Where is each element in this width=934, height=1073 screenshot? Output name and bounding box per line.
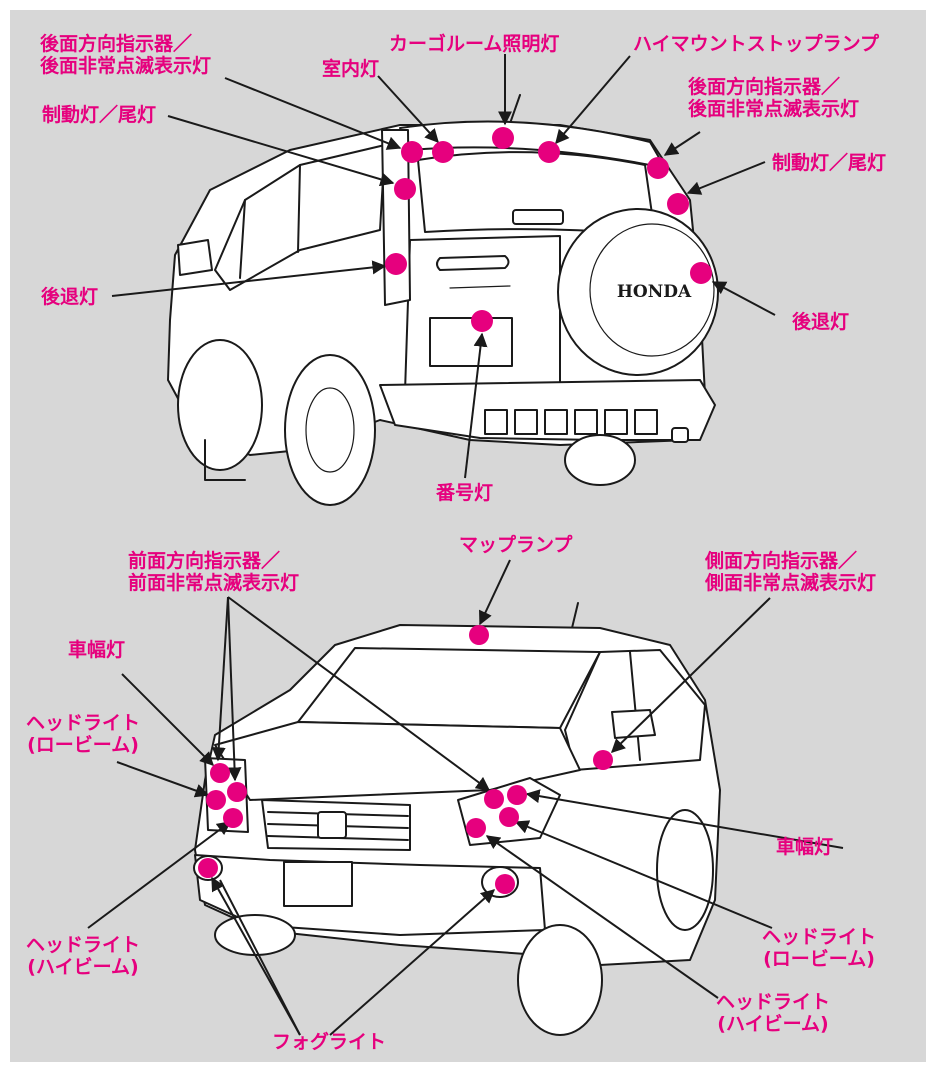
front-license-plate bbox=[283, 861, 353, 907]
label-map-lamp: マップランプ bbox=[459, 534, 573, 556]
marker-map-lamp bbox=[469, 625, 489, 645]
front-side-windows bbox=[564, 649, 706, 771]
label-interior-light: 室内灯 bbox=[322, 58, 380, 80]
front-view-car bbox=[193, 602, 721, 1036]
front-antenna bbox=[571, 602, 579, 629]
label-side-marker-left: 車幅灯 bbox=[68, 639, 126, 661]
rear-light-markers bbox=[385, 127, 712, 332]
front-light-markers bbox=[198, 625, 613, 894]
front-mirror bbox=[611, 709, 656, 739]
marker-rear-turn-right bbox=[647, 157, 669, 179]
label-front-turn-signal: 前面方向指示器／ 前面非常点滅表示灯 bbox=[128, 550, 300, 594]
marker-fog-right bbox=[495, 874, 515, 894]
label-rear-turn-signal-left: 後面方向指示器／ 後面非常点滅表示灯 bbox=[40, 33, 212, 77]
label-reverse-right: 後退灯 bbox=[792, 311, 850, 333]
label-brake-tail-right: 制動灯／尾灯 bbox=[772, 152, 887, 174]
marker-brake-tail-left bbox=[394, 178, 416, 200]
label-license-light: 番号灯 bbox=[436, 482, 494, 504]
marker-low-beam-left bbox=[206, 790, 226, 810]
marker-front-turn-right bbox=[484, 789, 504, 809]
marker-fog-left bbox=[198, 858, 218, 878]
marker-high-mount-stop bbox=[538, 141, 560, 163]
label-fog-light: フォグライト bbox=[272, 1031, 387, 1053]
marker-interior-light bbox=[432, 141, 454, 163]
marker-front-turn-left bbox=[227, 782, 247, 802]
marker-cargo-light bbox=[492, 127, 514, 149]
rear-right-tire-side bbox=[656, 809, 714, 931]
label-cargo-light: カーゴルーム照明灯 bbox=[389, 33, 560, 55]
marker-side-turn bbox=[593, 750, 613, 770]
label-side-turn-signal: 側面方向指示器／ 側面非常点滅表示灯 bbox=[705, 550, 877, 594]
side-mirror bbox=[177, 239, 213, 276]
marker-rear-turn-left bbox=[401, 141, 423, 163]
front-right-tire bbox=[517, 924, 603, 1036]
label-high-mount-stop: ハイマウントストップランプ bbox=[633, 33, 880, 55]
marker-high-beam-right bbox=[466, 818, 486, 838]
marker-brake-tail-right bbox=[667, 193, 689, 215]
front-leader-lines bbox=[87, 559, 844, 1036]
crv-logo bbox=[449, 285, 511, 289]
rear-view-car bbox=[167, 94, 719, 506]
label-brake-tail-left: 制動灯／尾灯 bbox=[42, 104, 157, 126]
marker-side-marker-left bbox=[210, 763, 230, 783]
rear-license-plate bbox=[429, 317, 513, 367]
marker-high-beam-left bbox=[223, 808, 243, 828]
label-high-beam-left: ヘッドライト (ハイビーム) bbox=[26, 934, 141, 978]
rear-left-tire-far bbox=[177, 339, 263, 471]
label-rear-turn-signal-right: 後面方向指示器／ 後面非常点滅表示灯 bbox=[688, 76, 860, 120]
tailgate-handle bbox=[436, 255, 510, 271]
marker-reverse-left bbox=[385, 253, 407, 275]
label-high-beam-right: ヘッドライト (ハイビーム) bbox=[716, 991, 831, 1035]
marker-side-marker-right bbox=[507, 785, 527, 805]
label-side-marker-right: 車幅灯 bbox=[776, 836, 834, 858]
label-reverse-left: 後退灯 bbox=[41, 286, 99, 308]
rear-right-tire bbox=[564, 434, 636, 486]
marker-license-light bbox=[471, 310, 493, 332]
rear-leader-lines bbox=[111, 54, 776, 479]
honda-emblem bbox=[317, 811, 347, 839]
label-low-beam-left: ヘッドライト (ロービーム) bbox=[26, 712, 141, 756]
exhaust-pipe bbox=[671, 427, 689, 443]
rear-badge bbox=[512, 209, 564, 225]
label-low-beam-right: ヘッドライト (ロービーム) bbox=[762, 926, 877, 970]
spare-tire-brand: HONDA bbox=[617, 282, 692, 302]
marker-low-beam-right bbox=[499, 807, 519, 827]
marker-reverse-right bbox=[690, 262, 712, 284]
